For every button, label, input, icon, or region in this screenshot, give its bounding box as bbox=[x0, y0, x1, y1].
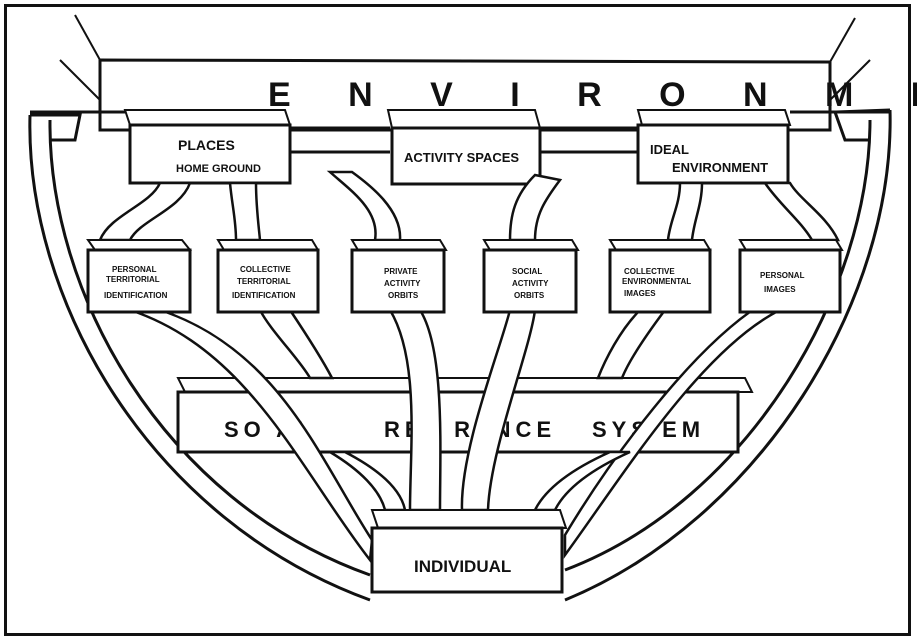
mid-box-6-line1: PERSONAL bbox=[760, 271, 805, 280]
mid-box-5-line3: IMAGES bbox=[624, 289, 656, 298]
top-band bbox=[30, 110, 890, 154]
mid-box-1-line3: IDENTIFICATION bbox=[104, 291, 168, 300]
mid-box-5-line1: COLLECTIVE bbox=[624, 267, 675, 276]
mid-box-3-line3: ORBITS bbox=[388, 291, 419, 300]
mid-box-4-line2: ACTIVITY bbox=[512, 279, 549, 288]
individual-box: INDIVIDUAL bbox=[370, 509, 568, 594]
mid-box-4-line1: SOCIAL bbox=[512, 267, 542, 276]
mid-box-2: COLLECTIVE TERRITORIAL IDENTIFICATION bbox=[216, 239, 320, 314]
places-subtitle: HOME GROUND bbox=[176, 163, 261, 175]
individual-label: INDIVIDUAL bbox=[414, 557, 511, 576]
mid-box-1-line1: PERSONAL bbox=[112, 265, 157, 274]
mid-box-2-line3: IDENTIFICATION bbox=[232, 291, 296, 300]
places-title: PLACES bbox=[178, 137, 235, 153]
mid-box-5: COLLECTIVE ENVIRONMENTAL IMAGES bbox=[608, 239, 712, 314]
ideal-environment-box: IDEAL ENVIRONMENT bbox=[636, 109, 792, 185]
mid-box-3: PRIVATE ACTIVITY ORBITS bbox=[350, 239, 448, 314]
environment-label: E N V I R O N M E N T bbox=[268, 76, 917, 114]
ideal-label-line2: ENVIRONMENT bbox=[672, 160, 768, 175]
mid-box-6: PERSONAL IMAGES bbox=[738, 239, 844, 314]
mid-box-6-line2: IMAGES bbox=[764, 285, 796, 294]
places-box: PLACES HOME GROUND bbox=[123, 109, 292, 185]
mid-box-4-line3: ORBITS bbox=[514, 291, 545, 300]
activity-spaces-box: ACTIVITY SPACES bbox=[386, 109, 542, 186]
srs-word2: REF RENCE bbox=[384, 417, 556, 442]
mid-box-3-line2: ACTIVITY bbox=[384, 279, 421, 288]
mid-box-2-line2: TERRITORIAL bbox=[237, 277, 291, 286]
mid-box-5-line2: ENVIRONMENTAL bbox=[622, 277, 691, 286]
mid-box-3-line1: PRIVATE bbox=[384, 267, 418, 276]
mid-box-1: PERSONAL TERRITORIAL IDENTIFICATION bbox=[86, 239, 193, 314]
mid-box-4: SOCIAL ACTIVITY ORBITS bbox=[482, 239, 580, 314]
bowl-outline bbox=[28, 108, 892, 602]
activity-spaces-label: ACTIVITY SPACES bbox=[404, 150, 519, 165]
ideal-label-line1: IDEAL bbox=[650, 142, 689, 157]
mid-box-1-line2: TERRITORIAL bbox=[106, 275, 160, 284]
mid-box-2-line1: COLLECTIVE bbox=[240, 265, 291, 274]
